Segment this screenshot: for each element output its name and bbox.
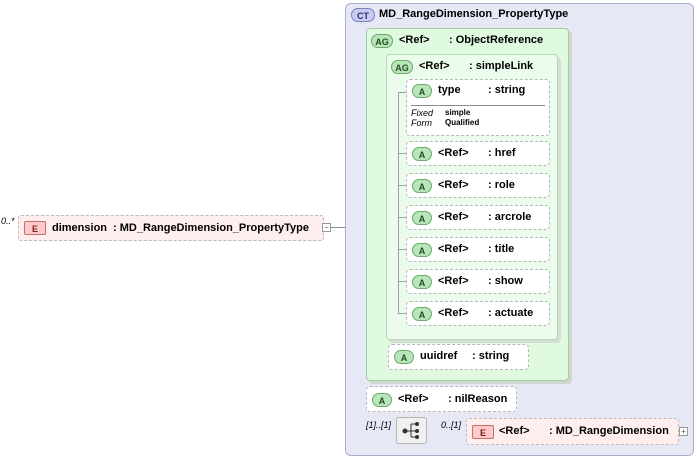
- root-cardinality: 0..*: [1, 216, 15, 226]
- connector-link-trunk: [398, 92, 399, 313]
- attr-name: : title: [488, 243, 515, 255]
- dimension-element[interactable]: E dimension : MD_RangeDimension_Property…: [18, 215, 324, 241]
- form-value: Qualified: [445, 118, 480, 127]
- attr-name: : arcrole: [488, 211, 532, 223]
- attr-ref: <Ref>: [438, 275, 469, 287]
- attribute-badge-icon: A: [412, 179, 432, 193]
- attr-ref: <Ref>: [438, 243, 469, 255]
- nil-reason-attribute[interactable]: A <Ref> : nilReason: [366, 386, 517, 412]
- attribute-badge-icon: A: [372, 393, 392, 407]
- attribute-badge-icon: A: [412, 211, 432, 225]
- attr-ref: <Ref>: [438, 307, 469, 319]
- range-dimension-ref: <Ref>: [499, 425, 530, 437]
- attribute-badge-icon: A: [394, 350, 414, 364]
- type-attribute[interactable]: A type : string Fixed simple Form Qualif…: [406, 79, 550, 136]
- nil-reason-name: : nilReason: [448, 393, 508, 405]
- uuidref-name: uuidref: [420, 350, 458, 362]
- attr-name: : actuate: [488, 307, 534, 319]
- simple-link-ref: <Ref>: [419, 60, 450, 72]
- title-attribute[interactable]: A <Ref> : title: [406, 237, 550, 262]
- connector-link-href: [398, 153, 406, 154]
- element-badge-icon: E: [24, 221, 46, 235]
- sequence-compositor[interactable]: [396, 417, 427, 444]
- actuate-attribute[interactable]: A <Ref> : actuate: [406, 301, 550, 326]
- attr-name: : role: [488, 179, 515, 191]
- attr-name: : href: [488, 147, 516, 159]
- connector-link-role: [398, 185, 406, 186]
- attribute-badge-icon: A: [412, 84, 432, 98]
- connector-link-title: [398, 249, 406, 250]
- type-attr-divider: [411, 105, 545, 106]
- connector-root: [331, 227, 358, 228]
- range-dimension-name: : MD_RangeDimension: [549, 425, 669, 437]
- attribute-badge-icon: A: [412, 147, 432, 161]
- nil-reason-ref: <Ref>: [398, 393, 429, 405]
- attribute-badge-icon: A: [412, 243, 432, 257]
- attribute-group-badge-icon: AG: [371, 34, 393, 48]
- dimension-type: : MD_RangeDimension_PropertyType: [113, 222, 310, 234]
- attribute-badge-icon: A: [412, 307, 432, 321]
- simple-link-name: : simpleLink: [469, 60, 534, 72]
- dimension-name: dimension: [52, 222, 108, 234]
- attr-ref: <Ref>: [438, 179, 469, 191]
- object-reference-name: : ObjectReference: [449, 34, 544, 46]
- show-attribute[interactable]: A <Ref> : show: [406, 269, 550, 294]
- type-attr-type: : string: [488, 84, 526, 96]
- expand-toggle-icon[interactable]: +: [679, 427, 688, 436]
- attr-ref: <Ref>: [438, 147, 469, 159]
- attribute-group-badge-icon: AG: [391, 60, 413, 74]
- role-attribute[interactable]: A <Ref> : role: [406, 173, 550, 198]
- object-reference-ref: <Ref>: [399, 34, 430, 46]
- element-badge-icon: E: [472, 425, 494, 439]
- connector-link-arcrole: [398, 217, 406, 218]
- uuidref-type: : string: [472, 350, 510, 362]
- fixed-label: Fixed: [411, 108, 434, 118]
- connector-link-actuate: [398, 313, 406, 314]
- sequence-icon: [402, 422, 419, 439]
- form-label: Form: [411, 118, 432, 128]
- connector-link-show: [398, 281, 406, 282]
- fixed-value: simple: [445, 108, 471, 117]
- attribute-badge-icon: A: [412, 275, 432, 289]
- attr-name: : show: [488, 275, 523, 287]
- uuidref-attribute[interactable]: A uuidref : string: [388, 344, 529, 370]
- connector-link-type: [398, 92, 406, 93]
- sequence-cardinality-right: 0..[1]: [441, 420, 462, 430]
- arcrole-attribute[interactable]: A <Ref> : arcrole: [406, 205, 550, 230]
- attr-ref: <Ref>: [438, 211, 469, 223]
- complex-type-name: MD_RangeDimension_PropertyType: [379, 8, 569, 20]
- complex-type-badge-icon: CT: [351, 8, 375, 22]
- sequence-cardinality-left: [1]..[1]: [366, 420, 392, 430]
- collapse-toggle-icon[interactable]: −: [322, 223, 331, 232]
- type-attr-name: type: [438, 84, 461, 96]
- range-dimension-element[interactable]: E <Ref> : MD_RangeDimension: [466, 418, 679, 445]
- href-attribute[interactable]: A <Ref> : href: [406, 141, 550, 166]
